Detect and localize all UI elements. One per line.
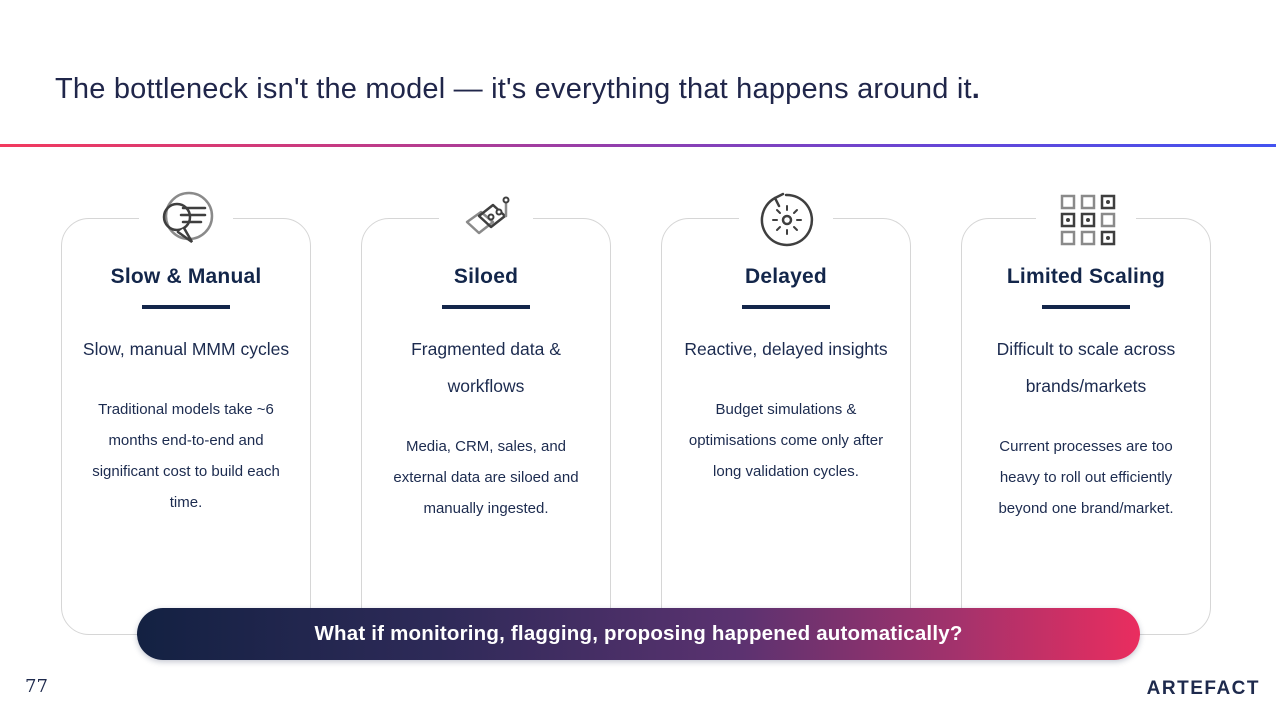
search-lines-icon	[139, 186, 233, 252]
card-slow-manual: Slow & Manual Slow, manual MMM cycles Tr…	[61, 186, 311, 635]
banner-text: What if monitoring, flagging, proposing …	[314, 622, 963, 645]
heading-underline	[142, 305, 230, 309]
card-heading: Delayed	[745, 265, 827, 288]
artefact-logo: ARTEFACT	[1146, 678, 1260, 699]
card-subtitle: Fragmented data & workflows	[411, 339, 561, 396]
card-body: Current processes are too heavy to roll …	[998, 438, 1174, 517]
heading-underline	[442, 305, 530, 309]
layers-nodes-icon	[439, 186, 533, 252]
card-heading: Slow & Manual	[110, 265, 262, 288]
card-delayed: Delayed Reactive, delayed insights Budge…	[661, 186, 911, 635]
card-subtitle: Slow, manual MMM cycles	[82, 339, 290, 359]
card-body: Budget simulations & optimisations come …	[688, 401, 884, 480]
card-heading: Limited Scaling	[1006, 265, 1166, 288]
gradient-divider	[0, 144, 1276, 147]
cycle-clock-icon	[739, 186, 833, 252]
heading-underline	[742, 305, 830, 309]
heading-underline	[1042, 305, 1130, 309]
card-siloed: Siloed Fragmented data & workflows Media…	[361, 186, 611, 635]
grid-scaling-icon	[1036, 186, 1136, 252]
card-body: Traditional models take ~6 months end-to…	[92, 401, 280, 511]
card-heading: Siloed	[453, 265, 519, 288]
page-number: 77	[25, 676, 48, 697]
card-subtitle: Reactive, delayed insights	[684, 339, 888, 359]
slide-title: The bottleneck isn't the model — it's ev…	[55, 73, 981, 106]
card-subtitle: Difficult to scale across brands/markets	[996, 339, 1176, 396]
title-period: .	[971, 73, 981, 106]
card-limited-scaling: Limited Scaling Difficult to scale acros…	[961, 186, 1211, 635]
question-banner: What if monitoring, flagging, proposing …	[137, 608, 1140, 660]
card-body: Media, CRM, sales, and external data are…	[393, 438, 579, 517]
